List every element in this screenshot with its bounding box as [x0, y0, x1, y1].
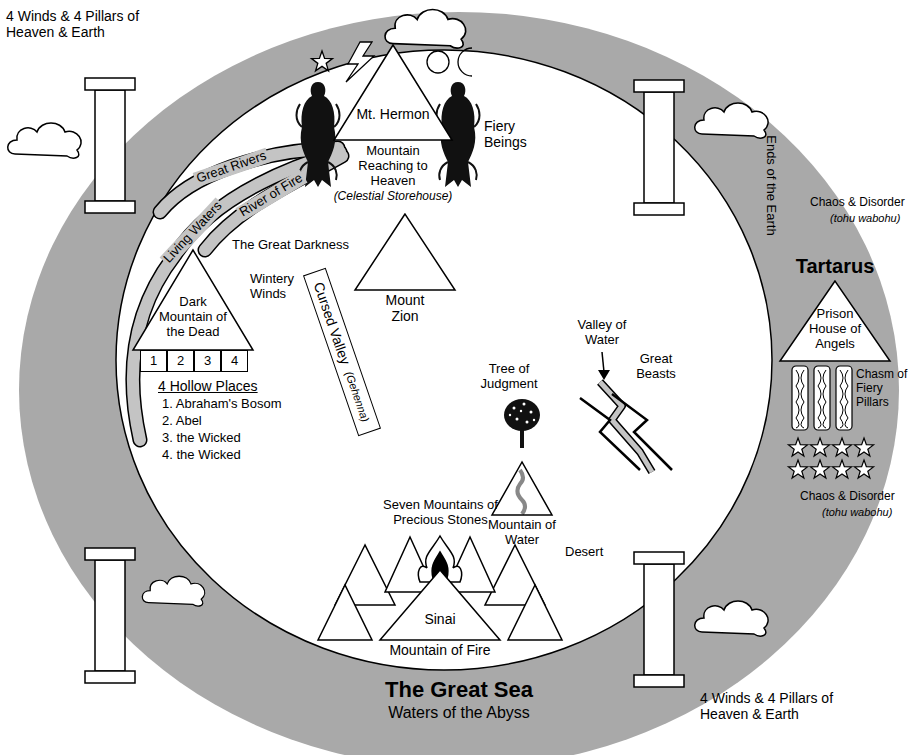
map-label: 4 Winds & 4 Pillars of Heaven & Earth — [6, 8, 140, 40]
map-label: Chaos & Disorder — [800, 490, 895, 504]
hollow-box: 4 — [221, 350, 248, 372]
mountain-node: SinaiMountain of Fire — [378, 565, 502, 661]
map-label: (tohu wabohu) — [830, 212, 900, 225]
map-label: Chasm of Fiery Pillars — [856, 368, 912, 409]
box-text: 1 — [150, 354, 157, 369]
map-label: Tree of Judgment — [472, 362, 546, 392]
mountain-triangle — [334, 45, 452, 140]
map-label: The Great Sea — [309, 677, 609, 702]
mountain-node: Mount Zion — [350, 210, 460, 328]
tree-of-judgment — [504, 399, 540, 448]
mountain-triangle — [133, 250, 253, 350]
mountain-label: Tartarus — [772, 255, 898, 278]
pillars-and-winds — [8, 78, 768, 687]
seven-mountains — [318, 536, 562, 640]
map-label: 3. the Wicked — [162, 431, 241, 446]
hollow-box: 2 — [167, 350, 194, 372]
map-label: (tohu wabohu) — [822, 506, 892, 519]
hollow-box: 1 — [140, 350, 167, 372]
map-label: 2. Abel — [162, 414, 202, 429]
map-label: Ends of the Earth — [763, 135, 778, 235]
mountain-label: Mountain Reaching to Heaven — [345, 144, 441, 189]
map-label: The Great Darkness — [232, 238, 349, 253]
mountain-label: Mountain of Water — [480, 518, 564, 548]
mountain-triangle — [380, 570, 500, 640]
mountain-label: Dark Mountain of the Dead — [157, 295, 229, 340]
map-label: 1. Abraham's Bosom — [162, 397, 282, 412]
mountain-node: Dark Mountain of the Dead — [128, 245, 258, 352]
map-label: 4. the Wicked — [162, 448, 241, 463]
map-label: Valley of Water — [570, 318, 634, 348]
mountain-triangle — [492, 462, 552, 515]
map-label: Fiery Beings — [484, 118, 544, 150]
map-label: 4 Winds & 4 Pillars of Heaven & Earth — [700, 690, 834, 722]
mountain-node: TartarusPrison House of Angels — [772, 255, 898, 365]
map-label: Chaos & Disorder — [810, 196, 905, 210]
mountain-label: (Celestial Storehouse) — [313, 190, 473, 204]
box-text: 4 — [231, 354, 238, 369]
map-label: Seven Mountains of Precious Stones — [383, 498, 498, 528]
mountain-label: Mountain of Fire — [378, 642, 502, 658]
mountain-label: Mt. Hermon — [343, 106, 443, 122]
mountain-label: Sinai — [410, 611, 470, 627]
mountain-node: Mt. HermonMountain Reaching to Heaven(Ce… — [320, 40, 466, 210]
box-text: 2 — [177, 354, 184, 369]
hollow-box: 3 — [194, 350, 221, 372]
map-label: Desert — [565, 545, 603, 560]
mountain-label: Prison House of Angels — [803, 307, 867, 352]
mountain-label: Mount Zion — [375, 292, 435, 324]
map-label: Great Beasts — [628, 352, 684, 382]
mountain-triangle — [780, 281, 890, 361]
map-label: Waters of the Abyss — [309, 704, 609, 722]
abyss-ring — [19, 12, 899, 755]
map-label: 4 Hollow Places — [158, 378, 258, 394]
box-text: 3 — [204, 354, 211, 369]
mountain-triangle — [355, 214, 455, 290]
map-label: Wintery Winds — [250, 272, 300, 302]
